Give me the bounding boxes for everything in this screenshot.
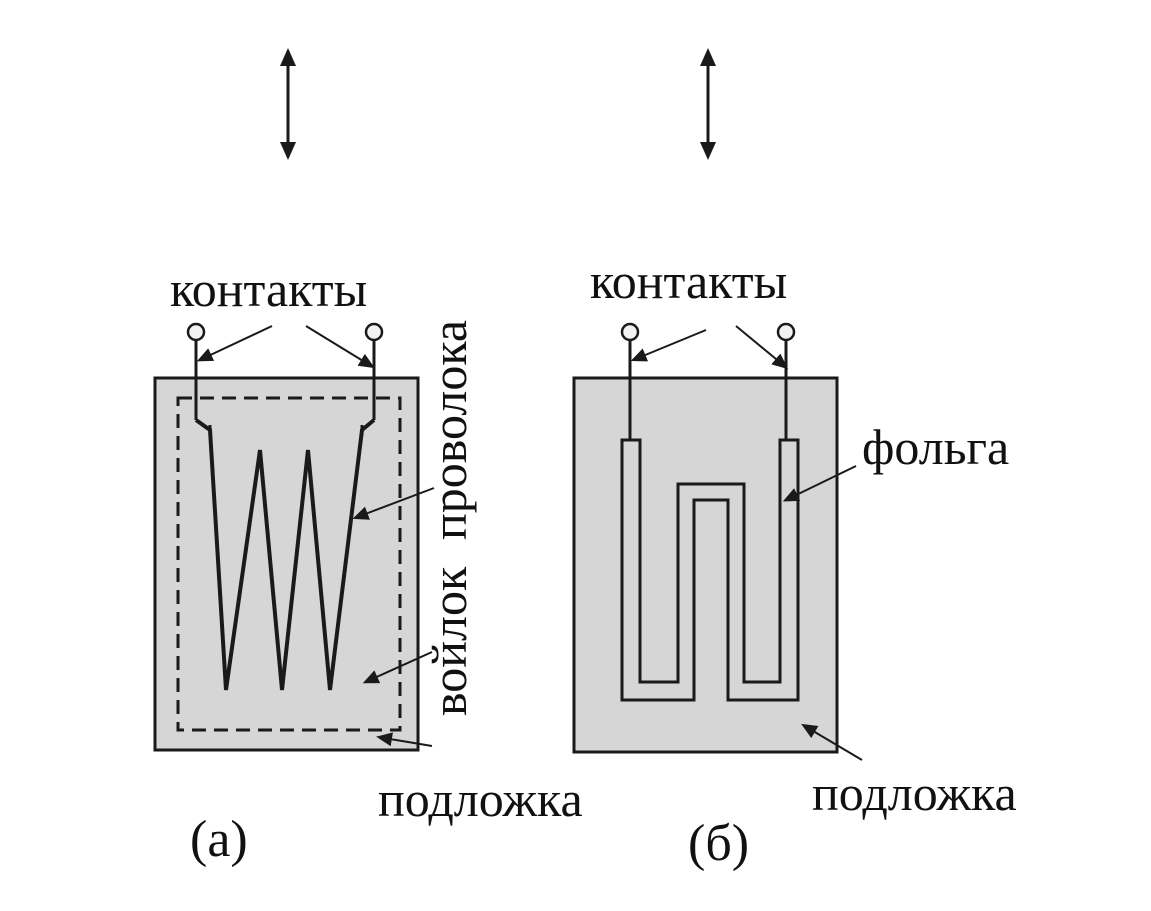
double-arrow-left (280, 48, 296, 160)
contacts-label-b: контакты (590, 253, 787, 309)
contact-b-right (776, 322, 796, 342)
substrate-a (153, 376, 420, 752)
felt-label: войлок (421, 566, 477, 716)
felt-outline (176, 396, 402, 732)
caption-a: (а) (190, 811, 248, 868)
substrate-label-a: подложка (378, 771, 583, 827)
double-arrow-right (700, 48, 716, 160)
contact-a-right (364, 322, 384, 342)
caption-b: (б) (688, 815, 749, 872)
contact-b-left (620, 322, 640, 342)
foil-inner-u (692, 498, 730, 682)
wire-zigzag (194, 418, 376, 691)
wire-label: проволока (421, 320, 477, 540)
contacts-label-a: контакты (170, 261, 367, 317)
panel-b: контакты фольга подложка (б) (572, 253, 1017, 872)
panel-a: контакты проволока войлок подложка (а) (153, 261, 583, 868)
foil-label: фольга (862, 419, 1009, 475)
substrate-label-b: подложка (812, 765, 1017, 821)
contact-a-left (186, 322, 206, 342)
